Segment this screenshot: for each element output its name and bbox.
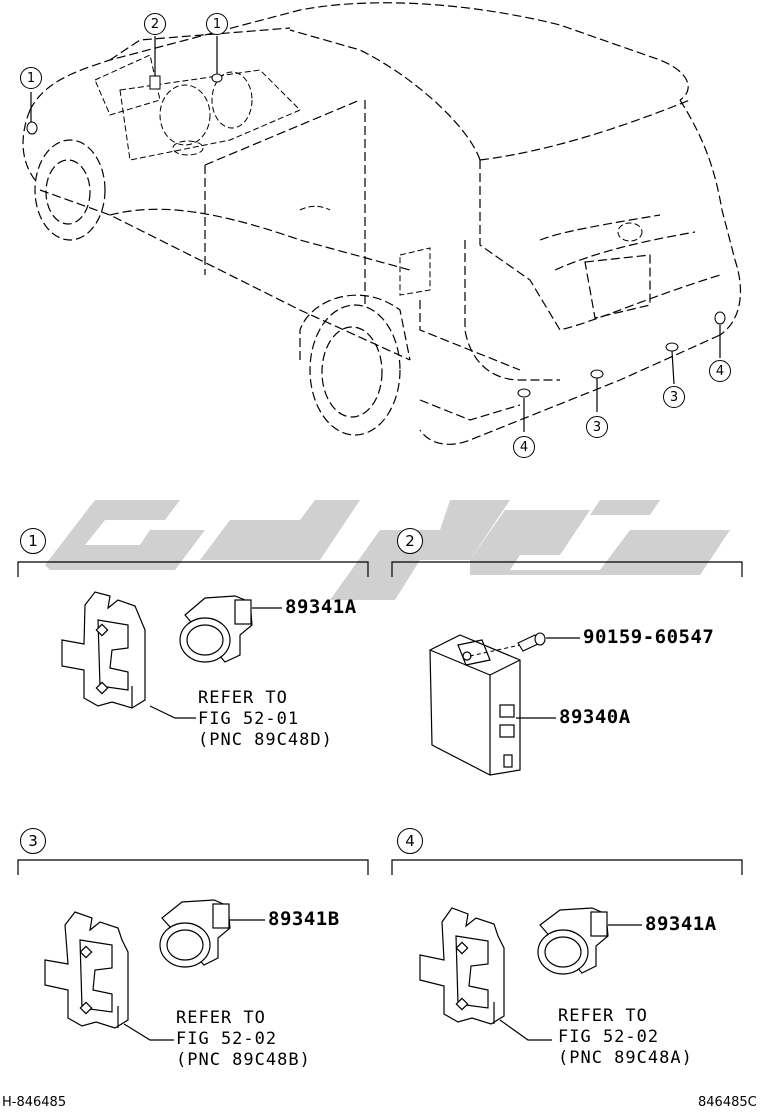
callout-4-rear-right: 4 — [709, 360, 731, 382]
callout-1-front-sensor: 1 — [20, 67, 42, 89]
s3-ref-line-3: (PNC 89C48B) — [176, 1050, 311, 1070]
s2-ecu-drawing — [429, 634, 521, 776]
s3-bracket-drawing — [44, 911, 129, 1029]
s3-ref-leader — [123, 1023, 174, 1041]
callout-3-rear-center-left: 3 — [586, 416, 608, 438]
callout-1-dash-sensor: 1 — [206, 13, 228, 35]
s1-ref-line-2[interactable]: FIG 52-01 — [198, 709, 300, 729]
s3-ref-line-1: REFER TO — [176, 1008, 266, 1028]
s3-part-number[interactable]: 89341B — [268, 908, 340, 930]
s2-bolt-axis — [469, 644, 521, 657]
section-2-number: 2 — [397, 528, 423, 554]
vehicle-leader-lines — [30, 36, 721, 432]
vehicle-outline — [22, 2, 741, 445]
illustration-code-right: 846485C — [698, 1096, 757, 1109]
s4-sensor-drawing — [537, 907, 609, 975]
s3-sensor-drawing — [159, 899, 231, 968]
s1-part-number[interactable]: 89341A — [285, 596, 357, 618]
callout-3-rear-center-right: 3 — [663, 386, 685, 408]
s1-ref-line-3: (PNC 89C48D) — [198, 730, 333, 750]
front-wheel — [34, 139, 106, 241]
s1-sensor-drawing — [179, 595, 253, 663]
s1-bracket-drawing — [61, 591, 146, 709]
illustration-code-left: H-846485 — [2, 1095, 67, 1110]
section-1-number: 1 — [20, 528, 46, 554]
vehicle-sensor-marks — [26, 73, 726, 398]
s4-bracket-drawing — [419, 907, 505, 1025]
s3-ref-line-2[interactable]: FIG 52-02 — [176, 1029, 278, 1049]
s4-ref-line-3: (PNC 89C48A) — [558, 1048, 693, 1068]
callout-2-ecu: 2 — [144, 13, 166, 35]
callout-4-rear-left: 4 — [513, 436, 535, 458]
rear-wheel — [309, 304, 401, 436]
s4-ref-line-2[interactable]: FIG 52-02 — [558, 1027, 660, 1047]
section-3-number: 3 — [20, 828, 46, 854]
section-brackets — [17, 561, 743, 875]
s1-ref-line-1: REFER TO — [198, 688, 288, 708]
s4-ref-leader — [499, 1019, 552, 1041]
s4-part-number[interactable]: 89341A — [645, 913, 717, 935]
vehicle-interior — [94, 54, 643, 296]
s2-bolt-part-number[interactable]: 90159-60547 — [583, 626, 715, 648]
s2-bolt-drawing — [517, 632, 546, 652]
watermark-logo — [45, 500, 730, 600]
section-4-number: 4 — [397, 828, 423, 854]
s2-ecu-part-number[interactable]: 89340A — [559, 706, 631, 728]
s4-ref-line-1: REFER TO — [558, 1006, 648, 1026]
s1-ref-leader — [149, 705, 196, 719]
